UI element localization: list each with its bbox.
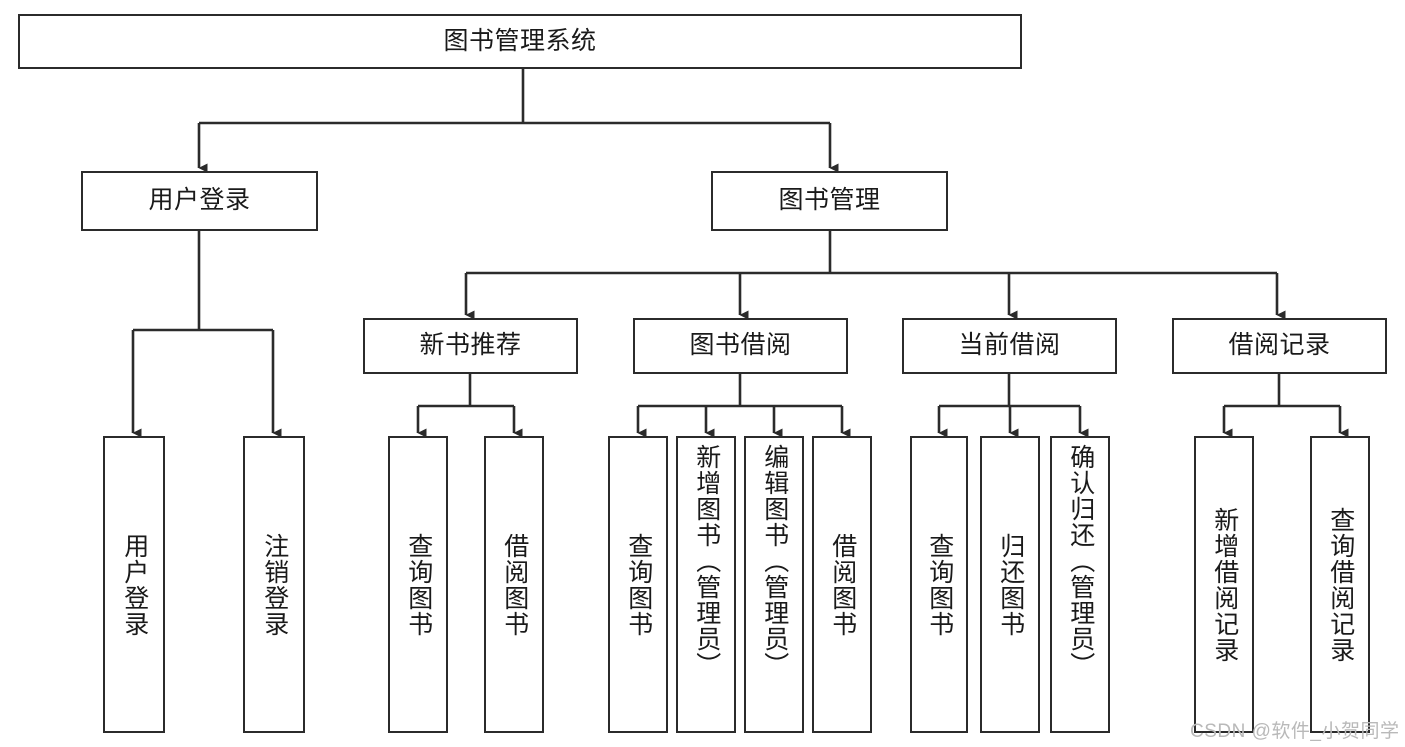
node-label: 用户登录 bbox=[148, 186, 251, 215]
node-label: 图书借阅 bbox=[689, 331, 792, 360]
node-label: 当前借阅 bbox=[958, 331, 1061, 360]
node-leaf-edit-book-admin[interactable]: 编辑图书（管理员） bbox=[744, 436, 804, 733]
node-label: 确认归还（管理员） bbox=[1066, 444, 1095, 678]
node-label: 编辑图书（管理员） bbox=[760, 444, 789, 678]
node-label: 注销登录 bbox=[260, 532, 289, 637]
node-book-manage[interactable]: 图书管理 bbox=[711, 171, 948, 231]
node-label: 归还图书 bbox=[996, 532, 1025, 637]
node-leaf-add-book-admin[interactable]: 新增图书（管理员） bbox=[676, 436, 736, 733]
node-label: 查询借阅记录 bbox=[1326, 506, 1355, 663]
node-leaf-borrow-book-rec[interactable]: 借阅图书 bbox=[484, 436, 544, 733]
node-leaf-query-book-current[interactable]: 查询图书 bbox=[910, 436, 968, 733]
node-leaf-borrow-book[interactable]: 借阅图书 bbox=[812, 436, 872, 733]
node-leaf-query-book-borrow[interactable]: 查询图书 bbox=[608, 436, 668, 733]
node-new-book-recommend[interactable]: 新书推荐 bbox=[363, 318, 578, 374]
node-book-borrow[interactable]: 图书借阅 bbox=[633, 318, 848, 374]
node-label: 图书管理系统 bbox=[443, 26, 597, 55]
node-label: 查询图书 bbox=[404, 532, 433, 637]
node-user-login[interactable]: 用户登录 bbox=[81, 171, 318, 231]
node-label: 新增借阅记录 bbox=[1210, 506, 1239, 663]
node-label: 借阅图书 bbox=[500, 532, 529, 637]
node-leaf-user-login[interactable]: 用户登录 bbox=[103, 436, 165, 733]
node-label: 图书管理 bbox=[778, 186, 881, 215]
node-leaf-logout-login[interactable]: 注销登录 bbox=[243, 436, 305, 733]
node-root-system[interactable]: 图书管理系统 bbox=[18, 14, 1022, 69]
node-leaf-query-borrow-record[interactable]: 查询借阅记录 bbox=[1310, 436, 1370, 733]
node-borrow-record[interactable]: 借阅记录 bbox=[1172, 318, 1387, 374]
node-label: 借阅图书 bbox=[828, 532, 857, 637]
node-current-borrow[interactable]: 当前借阅 bbox=[902, 318, 1117, 374]
node-leaf-return-book[interactable]: 归还图书 bbox=[980, 436, 1040, 733]
node-label: 查询图书 bbox=[925, 532, 954, 637]
node-leaf-add-borrow-record[interactable]: 新增借阅记录 bbox=[1194, 436, 1254, 733]
node-label: 新增图书（管理员） bbox=[692, 444, 721, 678]
node-label: 查询图书 bbox=[624, 532, 653, 637]
node-leaf-query-book-rec[interactable]: 查询图书 bbox=[388, 436, 448, 733]
node-label: 用户登录 bbox=[120, 532, 149, 637]
node-leaf-confirm-return-admin[interactable]: 确认归还（管理员） bbox=[1050, 436, 1110, 733]
node-label: 新书推荐 bbox=[419, 331, 522, 360]
node-label: 借阅记录 bbox=[1228, 331, 1331, 360]
